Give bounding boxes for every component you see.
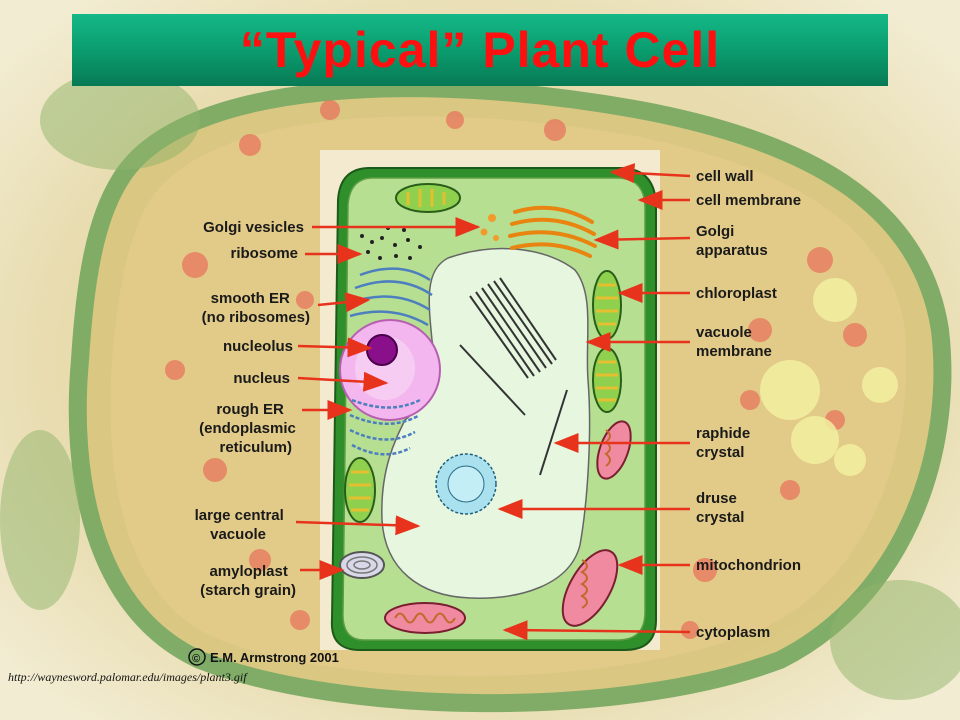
raphide-crystals xyxy=(459,277,568,476)
label-arrows-left xyxy=(295,217,481,580)
label-large-central-vacuole: large central vacuole xyxy=(195,507,288,543)
label-arrows-right xyxy=(497,163,691,641)
label-raphide-crystal: raphide crystal xyxy=(696,425,754,461)
mitochondrion xyxy=(596,420,632,480)
chloroplast xyxy=(592,270,622,340)
nucleolus xyxy=(366,334,398,366)
title-banner: “Typical” Plant Cell xyxy=(72,14,888,86)
page-title: “Typical” Plant Cell xyxy=(239,22,721,78)
rough-er xyxy=(349,398,421,456)
label-cell-membrane: cell membrane xyxy=(696,192,801,209)
label-cell-wall: cell wall xyxy=(696,168,754,185)
mitochondrion xyxy=(384,602,466,634)
mitochondrion xyxy=(561,549,619,627)
smooth-er xyxy=(349,267,433,327)
right-labels: cell wall cell membrane Golgi apparatus … xyxy=(696,168,801,641)
nucleus xyxy=(339,319,441,421)
label-mitochondrion: mitochondrion xyxy=(696,557,801,574)
label-smooth-er: smooth ER (no ribosomes) xyxy=(202,290,310,326)
label-chloroplast: chloroplast xyxy=(696,285,777,302)
label-amyloplast: amyloplast (starch grain) xyxy=(200,563,296,599)
source-url: http://waynesword.palomar.edu/images/pla… xyxy=(8,670,247,684)
chloroplast xyxy=(592,347,622,413)
label-nucleus: nucleus xyxy=(233,370,290,387)
golgi-apparatus xyxy=(508,205,597,258)
copyright-notice: © E.M. Armstrong 2001 xyxy=(188,648,339,666)
label-golgi-vesicles: Golgi vesicles xyxy=(203,219,304,236)
copyright-text: E.M. Armstrong 2001 xyxy=(210,650,339,665)
left-labels: Golgi vesicles ribosome smooth ER (no ri… xyxy=(195,219,310,599)
chloroplast xyxy=(395,183,461,213)
label-rough-er: rough ER (endoplasmic reticulum) xyxy=(199,401,300,456)
copyright-icon xyxy=(188,648,206,666)
label-ribosome: ribosome xyxy=(230,245,298,262)
chloroplast xyxy=(344,457,376,523)
label-cytoplasm: cytoplasm xyxy=(696,624,770,641)
label-golgi-apparatus: Golgi apparatus xyxy=(696,223,768,259)
label-vacuole-membrane: vacuole membrane xyxy=(696,324,772,360)
label-druse-crystal: druse crystal xyxy=(696,490,744,526)
druse-crystal xyxy=(435,453,497,515)
amyloplast xyxy=(339,551,385,579)
golgi-vesicles xyxy=(480,214,499,241)
label-nucleolus: nucleolus xyxy=(223,338,293,355)
svg-text:©: © xyxy=(192,653,200,665)
